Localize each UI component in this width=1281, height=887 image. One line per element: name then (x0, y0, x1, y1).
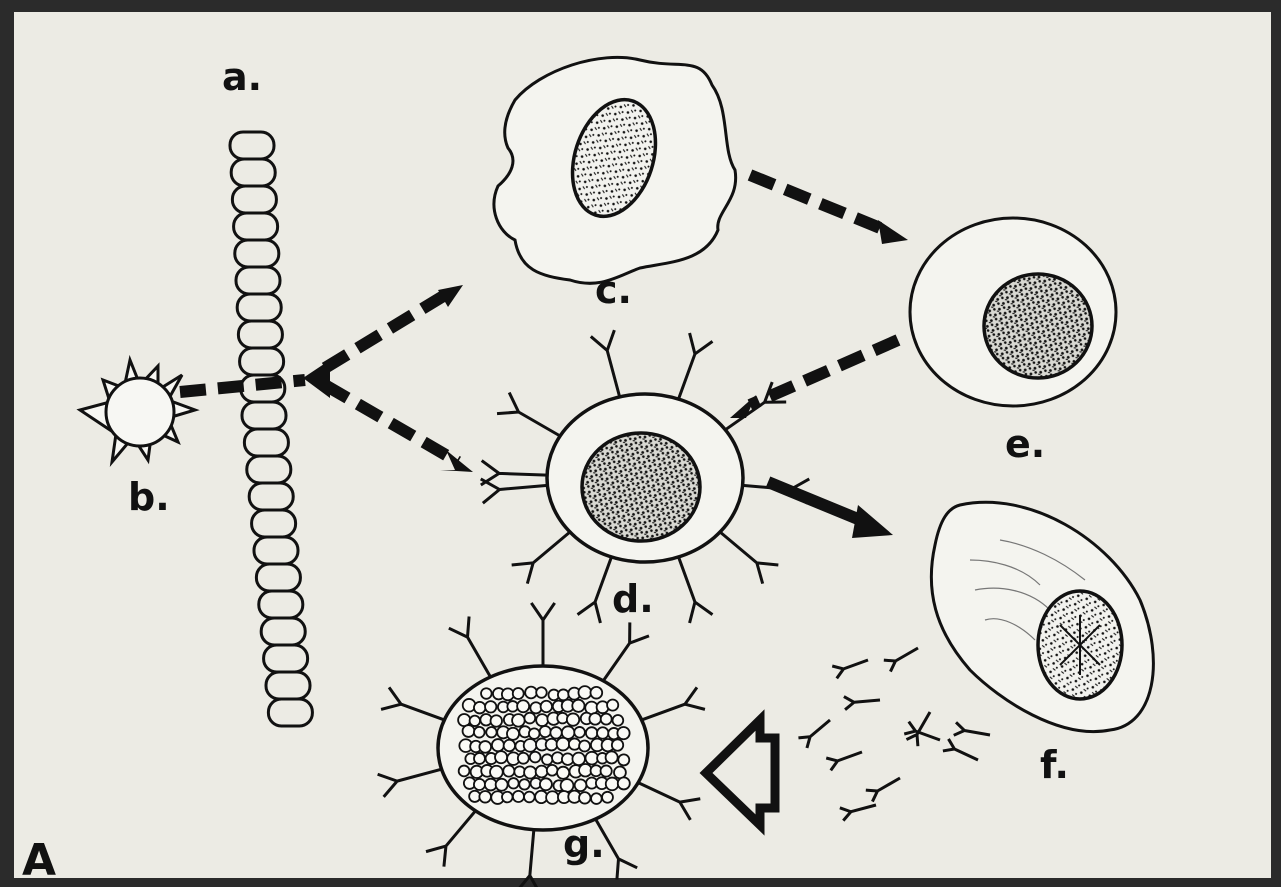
label-f: f. (1040, 743, 1069, 787)
granule (524, 713, 535, 724)
granule (546, 739, 558, 751)
granule (518, 753, 529, 764)
granule (479, 741, 491, 753)
granule (601, 714, 612, 725)
granule (490, 766, 503, 779)
panel-label: A (22, 835, 56, 886)
granule (503, 765, 514, 776)
granule (474, 753, 485, 764)
granule (578, 686, 591, 699)
granule (524, 766, 536, 778)
granule (513, 688, 524, 699)
label-e: e. (1005, 422, 1045, 466)
granule (572, 753, 585, 766)
granule (579, 740, 590, 751)
granule (536, 766, 548, 778)
granule (617, 727, 629, 739)
granule (504, 740, 515, 751)
granule (547, 765, 558, 776)
granule (530, 752, 541, 763)
granule (572, 700, 584, 712)
granule (485, 701, 496, 712)
granule (525, 687, 537, 699)
granule (575, 779, 587, 791)
label-b: b. (128, 475, 170, 519)
granule (536, 687, 547, 698)
granule (459, 766, 470, 777)
granule (502, 792, 513, 803)
granule (495, 751, 507, 763)
granule (496, 779, 508, 791)
granule (597, 727, 609, 739)
label-d: d. (612, 577, 654, 621)
granule (536, 714, 548, 726)
granule (557, 738, 570, 751)
granule (540, 778, 552, 790)
granule (540, 726, 551, 737)
granule (613, 715, 624, 726)
label-g: g. (563, 822, 605, 866)
granule (557, 767, 569, 779)
granule (481, 688, 492, 699)
granule (479, 791, 491, 803)
granule (591, 793, 602, 804)
granule (519, 779, 529, 789)
granule (507, 728, 519, 740)
granule (561, 779, 574, 792)
label-a: a. (222, 55, 262, 99)
granule (541, 701, 552, 712)
granule (542, 754, 552, 764)
granule (579, 792, 590, 803)
granule (470, 716, 480, 726)
granule (589, 713, 601, 725)
granule (513, 791, 524, 802)
granule (529, 728, 540, 739)
granule (601, 765, 612, 776)
granule (463, 725, 475, 737)
granule (590, 687, 602, 699)
granule (508, 778, 518, 788)
granule (612, 739, 623, 750)
label-c: c. (595, 268, 632, 312)
granule (474, 702, 486, 714)
granule (546, 791, 559, 804)
granules-g (458, 686, 630, 804)
macrophage-cell-c (494, 57, 736, 283)
granule (524, 792, 535, 803)
granule (474, 727, 485, 738)
granule (486, 727, 496, 737)
granule (550, 727, 561, 738)
granule (618, 754, 629, 765)
granule (586, 727, 598, 739)
granule (524, 739, 537, 752)
granule (558, 689, 569, 700)
granule (607, 699, 618, 710)
granule (491, 715, 502, 726)
granule (606, 751, 618, 763)
granule (474, 779, 485, 790)
granule (567, 713, 579, 725)
granule (574, 727, 585, 738)
granule (602, 792, 613, 803)
lymphocyte-cell-e (910, 218, 1116, 406)
granule (606, 778, 619, 791)
granule (512, 714, 525, 727)
granule (492, 739, 504, 751)
granule (618, 777, 630, 789)
granule (517, 700, 529, 712)
